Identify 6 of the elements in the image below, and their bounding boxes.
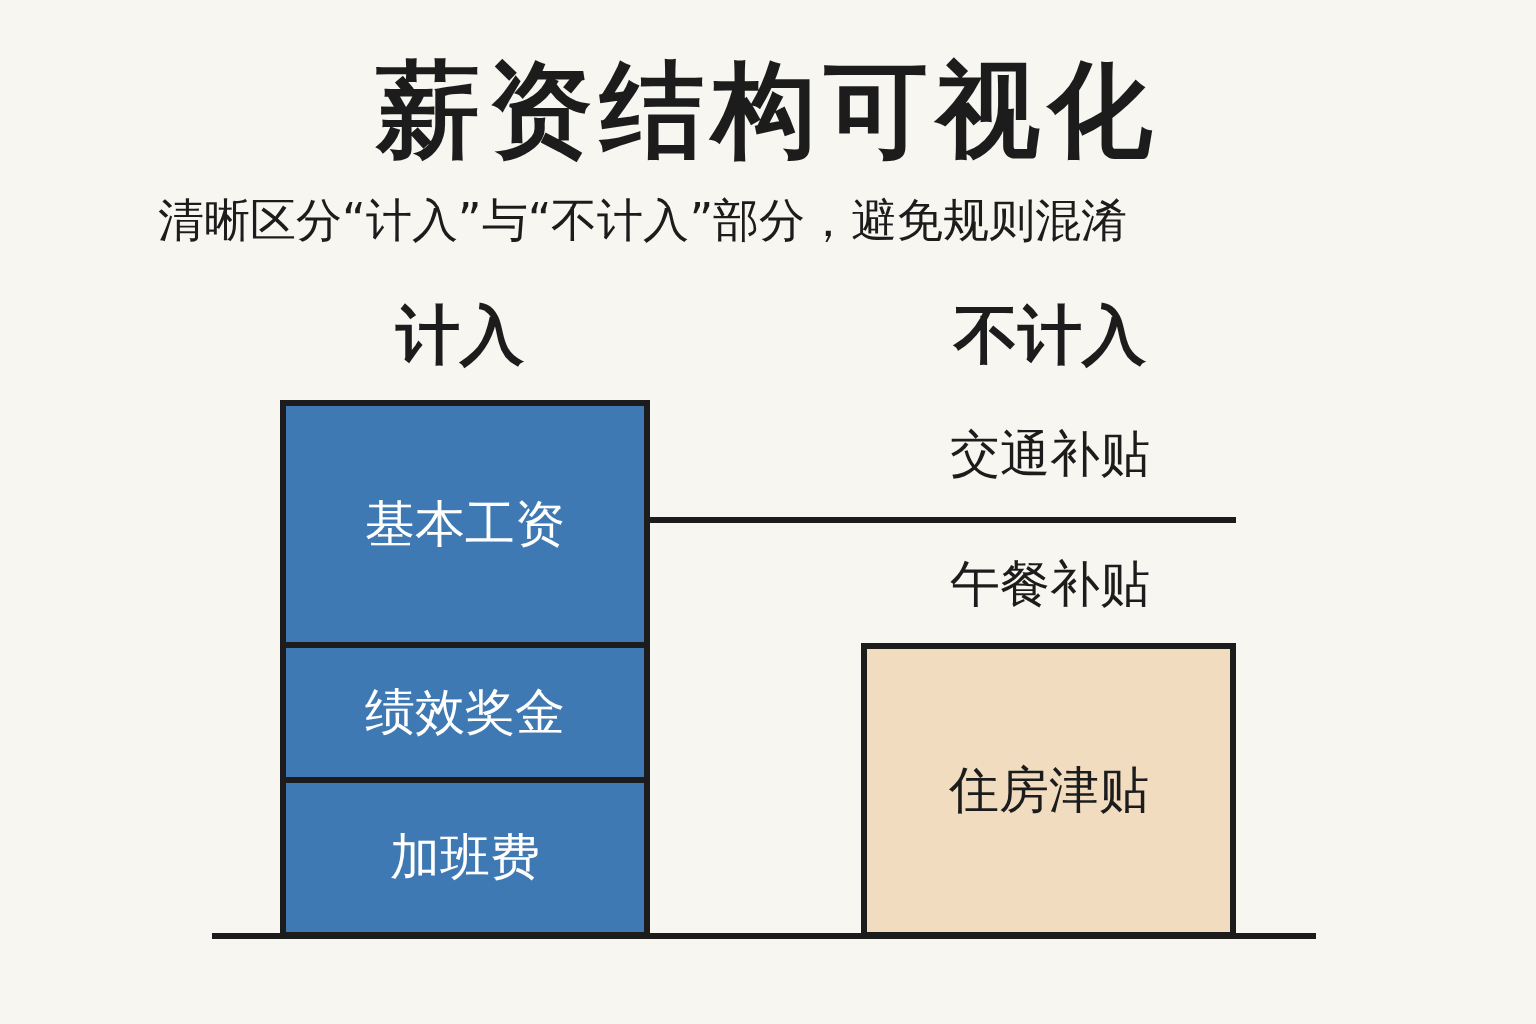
column-heading: 不计入 bbox=[952, 300, 1147, 370]
allowance-label: 交通补贴 bbox=[949, 424, 1151, 484]
title: 薪资结构可视化 bbox=[374, 50, 1161, 170]
column-heading: 计入 bbox=[394, 300, 525, 370]
allowance-label: 午餐补贴 bbox=[949, 554, 1151, 614]
subtitle: 清晰区分“计入”与“不计入”部分，避免规则混淆 bbox=[158, 192, 1128, 249]
